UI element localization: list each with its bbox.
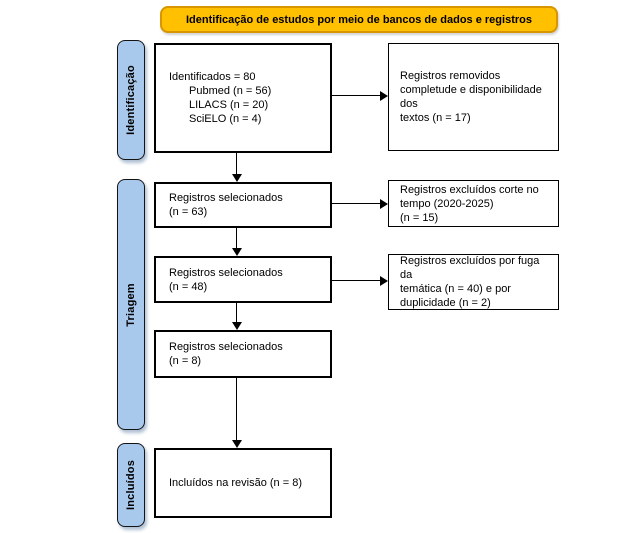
arrow-down-icon-2: [232, 248, 242, 256]
arrow-down-icon-4: [232, 440, 242, 448]
connector-line-identified-to-removed: [332, 95, 381, 96]
box-selected-48-line2: (n = 48): [169, 280, 208, 293]
arrow-down-icon-1: [232, 174, 242, 182]
arrow-right-icon-3: [380, 276, 388, 286]
connector-line-selected63-to-selected48: [236, 228, 237, 249]
box-excluded-theme-dup-line3: duplicidade (n = 2): [400, 297, 491, 309]
box-selected-48: Registros selecionados (n = 48): [154, 256, 332, 303]
box-included-review: Incluídos na revisão (n = 8): [154, 448, 332, 518]
box-identified-item-pubmed: Pubmed (n = 56): [189, 85, 272, 97]
box-excluded-timeframe-line1: Registros excluídos corte no: [400, 183, 539, 196]
banner-title: Identificação de estudos por meio de ban…: [160, 6, 558, 33]
stage-tab-identificacao: Identificação: [117, 40, 145, 160]
box-excluded-theme-dup-line1: Registros excluídos por fuga da: [400, 255, 540, 281]
connector-line-selected48-to-excluded: [332, 280, 381, 281]
box-selected-63-line2: (n = 63): [169, 206, 208, 218]
box-identified-item-lilacs: LILACS (n = 20): [189, 99, 269, 111]
box-selected-63-line1: Registros selecionados: [169, 192, 283, 204]
stage-tab-incluidos: Incluídos: [117, 443, 145, 527]
box-selected-8-line1: Registros selecionados: [169, 341, 283, 353]
box-removed-completeness-line1: Registros removidos: [400, 70, 501, 82]
banner-title-label: Identificação de estudos por meio de ban…: [186, 13, 532, 26]
arrow-down-icon-3: [232, 322, 242, 330]
box-identified-title: Identificados = 80: [169, 71, 256, 83]
box-removed-completeness-line2: completude e disponibilidade dos: [400, 84, 542, 110]
box-removed-completeness-line3: textos (n = 17): [400, 112, 471, 124]
box-removed-completeness: Registros removidos completude e disponi…: [388, 43, 559, 151]
box-excluded-timeframe: Registros excluídos corte no tempo (2020…: [388, 180, 559, 227]
box-selected-8: Registros selecionados (n = 8): [154, 330, 332, 378]
box-selected-63: Registros selecionados (n = 63): [154, 182, 332, 228]
box-excluded-timeframe-line3: (n = 15): [400, 211, 439, 224]
arrow-right-icon-1: [380, 91, 388, 101]
box-selected-48-line1: Registros selecionados: [169, 266, 283, 279]
box-excluded-theme-dup: Registros excluídos por fuga da temática…: [388, 254, 559, 310]
arrow-right-icon-2: [380, 199, 388, 209]
box-selected-8-line2: (n = 8): [169, 355, 202, 367]
connector-line-identified-to-selected63: [236, 153, 237, 175]
box-excluded-timeframe-line2: tempo (2020-2025): [400, 197, 494, 210]
box-excluded-theme-dup-line2: temática (n = 40) e por: [400, 283, 511, 295]
connector-line-selected8-to-included: [236, 378, 237, 441]
connector-line-selected48-to-selected8: [236, 303, 237, 323]
box-identified-item-scielo: SciELO (n = 4): [189, 113, 262, 125]
box-identified: Identificados = 80 Pubmed (n = 56) LILAC…: [154, 43, 332, 153]
stage-tab-identificacao-label: Identificação: [125, 65, 137, 135]
connector-line-selected63-to-excluded: [332, 203, 381, 204]
stage-tab-incluidos-label: Incluídos: [125, 459, 137, 511]
box-included-review-line1: Incluídos na revisão (n = 8): [169, 477, 302, 489]
stage-tab-triagem: Triagem: [117, 179, 145, 430]
stage-tab-triagem-label: Triagem: [125, 282, 137, 327]
